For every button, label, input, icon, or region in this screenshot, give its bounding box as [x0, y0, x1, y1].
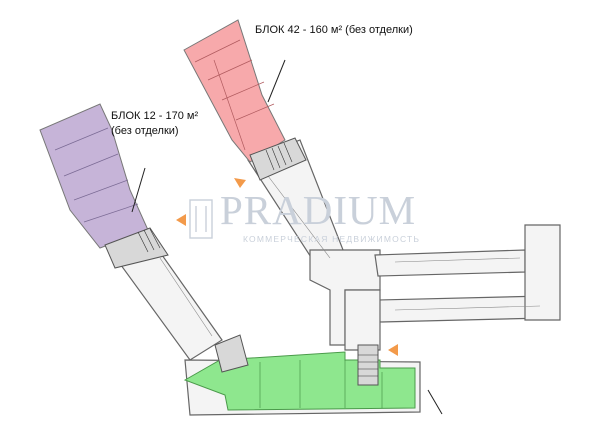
block-12-leader [131, 167, 146, 213]
block-42-note: (без отделки) [345, 24, 413, 36]
corridor-east-lower [377, 295, 546, 323]
wall-details [159, 167, 541, 337]
watermark-tagline: КОММЕРЧЕСКАЯ НЕДВИЖИМОСТЬ [243, 234, 421, 244]
block-12-label: БЛОК 12 - 170 м² (без отделки) [111, 109, 198, 139]
block-42-stair [249, 137, 307, 181]
south-leader [427, 389, 443, 415]
arrow-block-12-icon [176, 214, 186, 226]
block-12-area[interactable] [39, 103, 149, 249]
block-42-label: БЛОК 42 - 160 м² (без отделки) [255, 23, 413, 38]
block-42-leader [267, 59, 286, 103]
block-12-note: (без отделки) [111, 125, 179, 137]
block-12-title: БЛОК 12 - 170 м² [111, 110, 199, 122]
arrow-block-42-icon [234, 178, 246, 188]
leader-lines [131, 59, 443, 415]
entrance-arrows [176, 178, 398, 356]
block-42-shape [183, 19, 286, 163]
south-stairs [214, 334, 379, 386]
corridor-east [374, 249, 526, 277]
block-12-shape [39, 103, 149, 249]
arrow-south-icon [388, 344, 398, 356]
block-42-area[interactable] [183, 19, 286, 163]
pradium-logo-icon [189, 199, 213, 239]
east-wing [524, 224, 561, 321]
block-12-stair [104, 227, 169, 269]
block-42-title: БЛОК 42 - 160 м² [255, 24, 343, 36]
corridor-south-link [344, 289, 381, 351]
watermark-name: PRADIUM [220, 187, 417, 233]
